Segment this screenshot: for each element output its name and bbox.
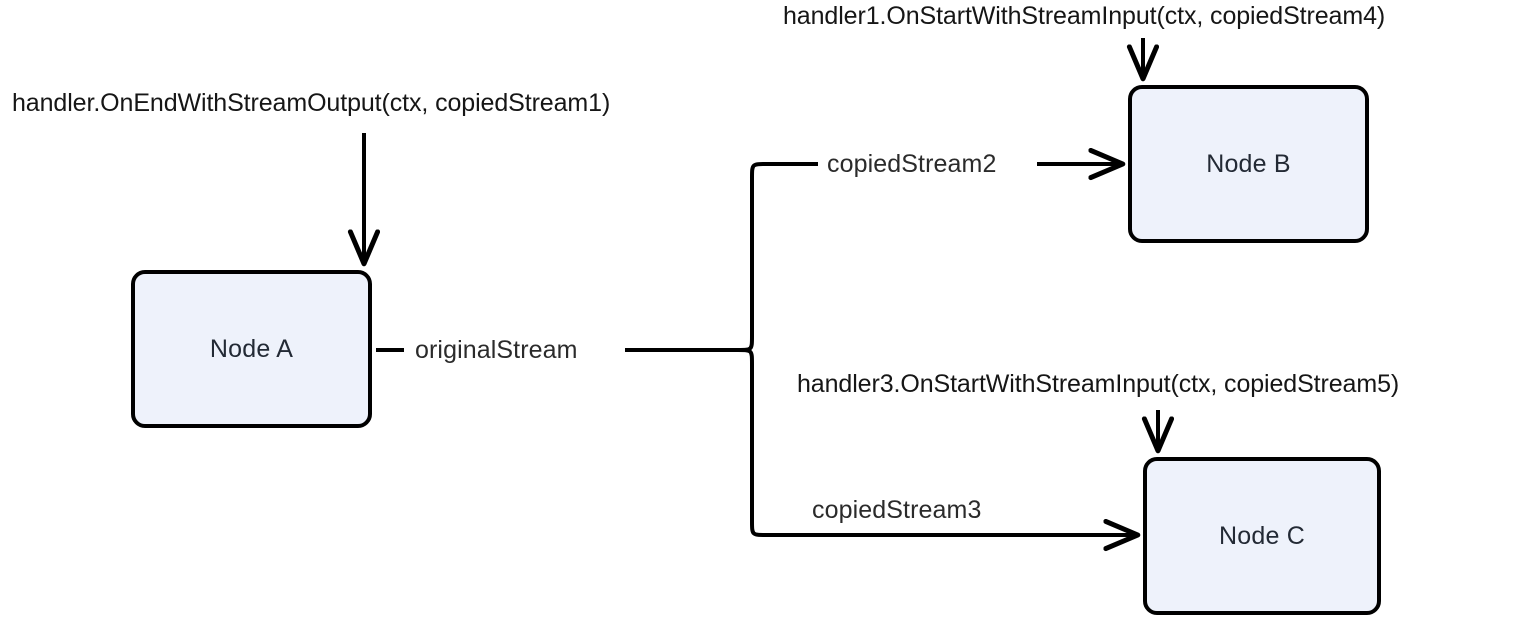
annotation-node-a-output: handler.OnEndWithStreamOutput(ctx, copie… bbox=[12, 89, 611, 117]
edge-label-copied-stream2: copiedStream2 bbox=[827, 150, 997, 178]
node-c-label: Node C bbox=[1219, 521, 1305, 550]
edge-label-original-stream: originalStream bbox=[415, 336, 578, 364]
node-b-label: Node B bbox=[1206, 149, 1291, 178]
annotation-node-b-input: handler1.OnStartWithStreamInput(ctx, cop… bbox=[783, 2, 1386, 30]
node-a[interactable]: Node A bbox=[131, 270, 372, 428]
node-b[interactable]: Node B bbox=[1128, 85, 1369, 243]
edge-branch-down-to-node-c bbox=[737, 348, 1137, 535]
annotation-node-c-input: handler3.OnStartWithStreamInput(ctx, cop… bbox=[797, 370, 1400, 398]
node-a-label: Node A bbox=[209, 334, 294, 363]
edge-label-copied-stream3: copiedStream3 bbox=[812, 496, 982, 524]
node-c[interactable]: Node C bbox=[1143, 457, 1381, 615]
edge-branch-up bbox=[737, 162, 818, 352]
